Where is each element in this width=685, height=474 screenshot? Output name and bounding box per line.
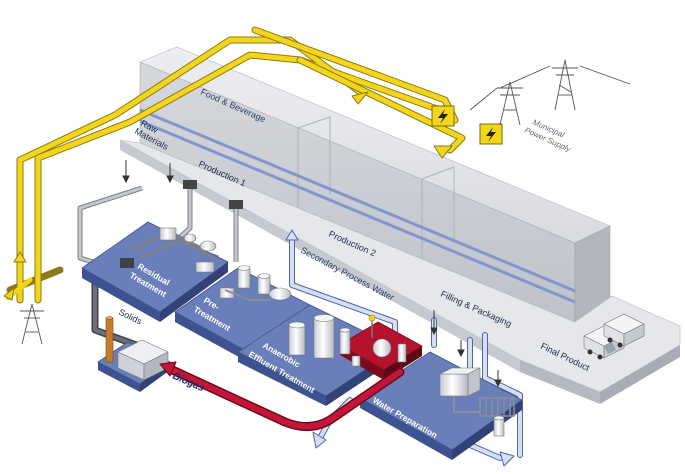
lightning-icon <box>479 123 503 145</box>
residual-equipment <box>120 227 217 273</box>
water-prep-equipment <box>439 367 515 437</box>
chp-unit <box>117 339 169 381</box>
flow-arrows <box>122 160 502 388</box>
power-pylon-icon <box>469 81 523 126</box>
power-pylon-icon <box>499 59 631 111</box>
tank-icon <box>493 417 505 437</box>
truck-icon <box>603 313 645 348</box>
chimney-icon <box>105 316 114 363</box>
tank-icon <box>237 267 251 289</box>
tank-icon <box>288 324 306 356</box>
food-beverage-building <box>139 46 611 323</box>
power-pylon-icon <box>20 303 44 345</box>
lightning-icon <box>431 105 455 127</box>
production-floor <box>119 139 681 404</box>
pre-treatment-equipment <box>219 265 292 301</box>
anaerobic-equipment <box>288 314 407 367</box>
tank-icon <box>313 317 335 359</box>
biogas-pipe <box>159 361 405 431</box>
